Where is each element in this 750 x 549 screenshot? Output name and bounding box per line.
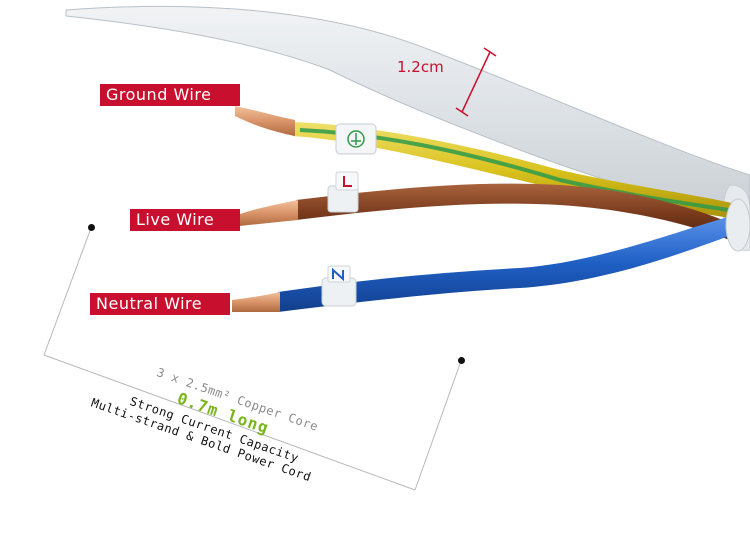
live-copper-strands (240, 200, 298, 226)
ground-copper-strands (235, 106, 295, 136)
live-wire (296, 183, 735, 242)
neutral-marker-sleeve (321, 265, 357, 307)
ground-marker-sleeve (335, 123, 377, 155)
length-bracket (43, 227, 462, 491)
neutral-wire (278, 215, 740, 312)
sheath-measurement: 1.2cm (397, 58, 444, 76)
cable-sheath (65, 5, 750, 216)
neutral-wire-label: Neutral Wire (90, 293, 230, 315)
measurement-marker (455, 47, 497, 117)
live-marker-sleeve (327, 171, 359, 213)
wire-bundle-clip (725, 198, 750, 252)
ground-wire-label: Ground Wire (100, 84, 240, 106)
bracket-endpoint-right (458, 357, 465, 364)
bracket-endpoint-left (88, 224, 95, 231)
neutral-copper-strands (232, 292, 280, 312)
live-wire-label: Live Wire (130, 209, 240, 231)
